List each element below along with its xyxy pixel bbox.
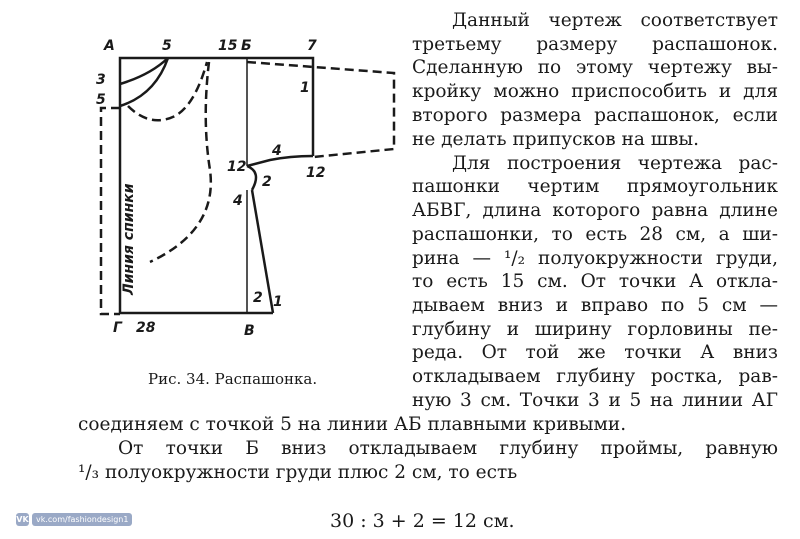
formula: 30 : 3 + 2 = 12 см. (330, 510, 515, 532)
text-line: ¹/₃ полуокружности груди плюс 2 см, то е… (78, 462, 518, 483)
text-line: соединяем с точкой 5 на линии АБ плавным… (78, 414, 627, 435)
text-line: распашонки, то есть 28 см, а ши- (412, 224, 778, 245)
back-armhole (149, 61, 213, 264)
neck-curve-upper (119, 57, 169, 86)
label-1-sleeve: 1 (300, 80, 310, 96)
sleeve-outline (246, 60, 396, 159)
label-15: 15 (218, 38, 238, 54)
label-4-side: 4 (232, 193, 243, 209)
text-line: откладываем глубину ростка, рав- (412, 366, 778, 387)
text-line: реда. От той же точки А вниз (412, 342, 778, 363)
armhole-curve (246, 164, 258, 191)
figure-caption: Рис. 34. Распашонка. (148, 370, 318, 388)
text-line: то есть 15 см. От точки А откла- (412, 271, 778, 292)
label-12-right: 12 (306, 165, 325, 181)
vk-logo-icon: VK (16, 513, 29, 526)
label-v: В (244, 323, 255, 339)
back-neck (127, 61, 209, 122)
text-line: Данный чертеж соответствует (452, 10, 778, 31)
text-line: От точки Б вниз откладываем глубину прой… (118, 438, 778, 459)
label-28: 28 (136, 320, 156, 336)
label-7: 7 (307, 38, 317, 54)
text-line: кройку можно приспособить и для (412, 81, 778, 102)
label-g: Г (113, 320, 123, 336)
label-b: Б (241, 38, 252, 54)
label-a: А (103, 38, 115, 54)
label-12-left: 12 (227, 159, 246, 175)
neck-curve-lower (119, 57, 170, 108)
back-edge (99, 106, 120, 316)
label-1-bottom: 1 (273, 294, 283, 310)
label-3: 3 (96, 72, 106, 88)
label-5-left: 5 (96, 92, 106, 108)
text-line: рина — ¹/₂ полуокружности груди, (412, 248, 778, 269)
label-2-arm: 2 (262, 174, 272, 190)
label-2-bottom: 2 (253, 290, 263, 306)
text-line: второго размера распашонок, если (412, 105, 778, 126)
back-line-label: Линия спинки (121, 183, 137, 296)
underarm-curve (246, 154, 314, 168)
label-4-top: 4 (271, 143, 282, 159)
watermark: VK vk.com/fashiondesign1 (16, 513, 133, 526)
watermark-url: vk.com/fashiondesign1 (32, 513, 133, 526)
text-line: пашонки чертим прямоугольник (412, 176, 778, 197)
text-line: дываем вниз и вправо по 5 см — (412, 295, 778, 316)
text-line: Для построения чертежа рас- (452, 153, 778, 174)
text-line: ную 3 см. Точки 3 и 5 на линии АГ (412, 390, 778, 411)
label-5-top: 5 (162, 38, 172, 54)
text-line: глубину и ширину горловины пе- (412, 319, 778, 340)
text-line: не делать припусков на швы. (412, 129, 700, 150)
text-line: третьему размеру распашонок. (412, 34, 778, 55)
side-seam (250, 189, 275, 314)
rectangle-outline (118, 56, 315, 315)
text-line: АБВГ, длина которого равна длине (412, 200, 778, 221)
text-line: Сделанную по этому чертежу вы- (412, 57, 778, 78)
